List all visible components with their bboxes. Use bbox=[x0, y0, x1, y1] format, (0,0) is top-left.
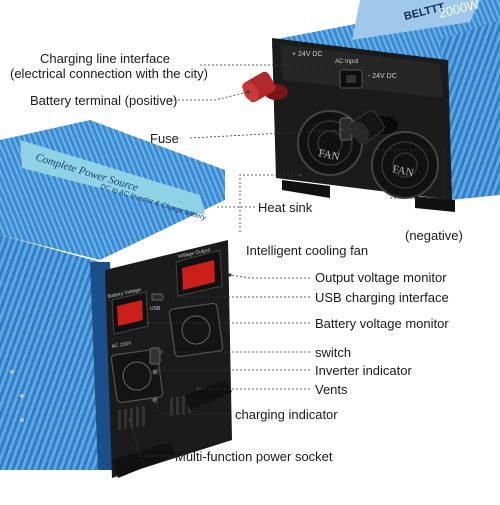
dc-plus-text: + 24V DC bbox=[292, 51, 323, 58]
inverter-led bbox=[152, 369, 158, 375]
callout-fuse: Fuse bbox=[150, 131, 179, 146]
fan-left-text: FAN bbox=[317, 147, 340, 163]
rear-unit-side-heatsink bbox=[440, 20, 500, 200]
front-unit: Complete Power Source DC to AC Inverter … bbox=[0, 120, 232, 478]
rear-unit: BELTTT 2000W + 24V DC AC Input - 24V DC … bbox=[242, 0, 500, 212]
callout-battery-voltage: Battery voltage monitor bbox=[315, 316, 449, 331]
ac-socket-upper bbox=[168, 302, 224, 358]
ac-output-text: AC 220V bbox=[111, 340, 132, 349]
dc-minus-text: - 24V DC bbox=[368, 73, 397, 80]
callout-charging-line: Charging line interface (electrical conn… bbox=[10, 51, 208, 81]
callout-charging-line-subtext: (electrical connection with the city) bbox=[10, 66, 208, 81]
power-switch bbox=[149, 347, 161, 365]
usb-text: USB bbox=[150, 306, 161, 312]
callout-vents: Vents bbox=[315, 382, 348, 397]
callout-inverter-indicator: Inverter indicator bbox=[315, 363, 412, 378]
front-unit-side-heatsink bbox=[0, 235, 110, 470]
front-label-band bbox=[20, 140, 205, 215]
fan-right-text: FAN bbox=[391, 163, 414, 179]
callout-cooling-fan: Intelligent cooling fan bbox=[246, 243, 369, 258]
ac-input-text: AC Input bbox=[335, 59, 359, 65]
callout-usb-charging: USB charging interface bbox=[315, 290, 449, 305]
callout-negative: (negative) bbox=[405, 228, 463, 243]
callout-charging-line-text: Charging line interface bbox=[39, 51, 171, 66]
callout-heat-sink: Heat sink bbox=[258, 200, 313, 215]
label-plate bbox=[352, 0, 480, 40]
leader-lines bbox=[128, 64, 446, 457]
callout-switch: switch bbox=[315, 345, 352, 360]
usb-port bbox=[151, 293, 163, 301]
callout-charging-indicator: charging indicator bbox=[235, 407, 338, 422]
callout-power-socket: Multi-function power socket bbox=[175, 449, 333, 464]
callout-battery-positive: Battery terminal (positive) bbox=[30, 93, 178, 108]
callout-output-voltage: Output voltage monitor bbox=[315, 270, 447, 285]
